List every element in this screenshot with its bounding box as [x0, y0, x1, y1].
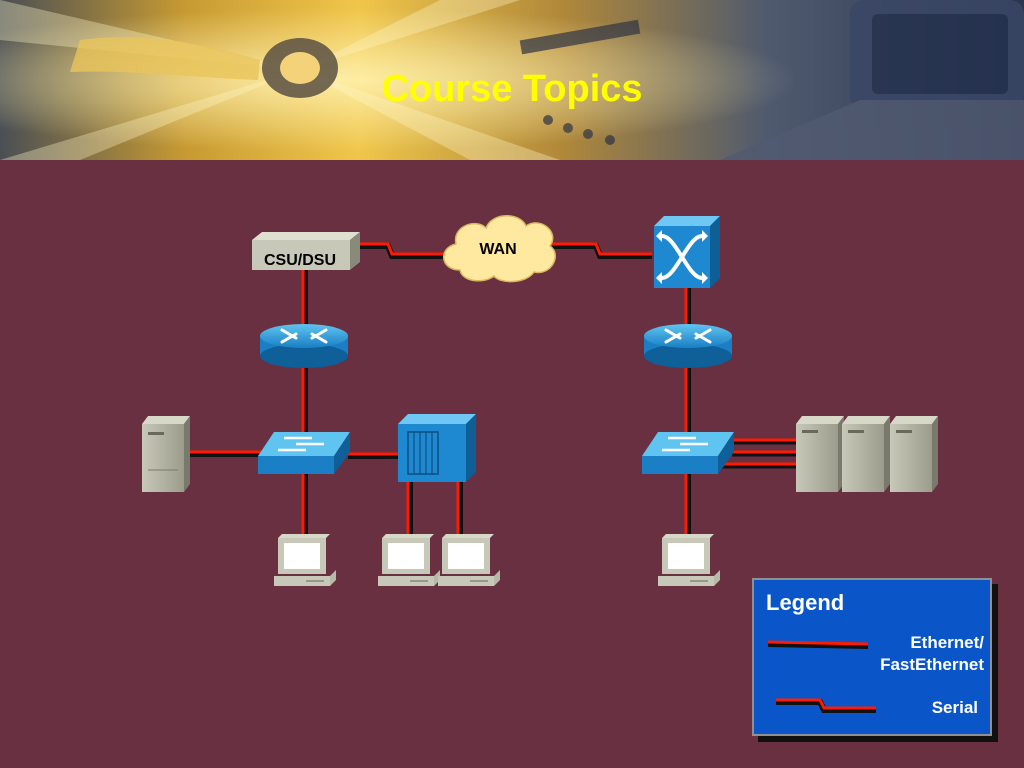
legend-ethernet-line1: Ethernet/: [910, 633, 984, 652]
link-hub-pc3: [456, 482, 463, 540]
router-right-icon: [644, 324, 732, 368]
header-banner: [0, 0, 1024, 160]
link-server-switch-left: [188, 450, 262, 457]
legend-ethernet-label: Ethernet/ FastEthernet: [880, 632, 984, 676]
workstation-right-icon: [658, 534, 720, 586]
csu-dsu-device-icon: [252, 232, 360, 270]
link-hub-pc2: [406, 482, 413, 540]
switch-left-icon: [258, 432, 350, 474]
switch-right-icon: [642, 432, 734, 474]
link-router-switch-right: [684, 366, 691, 438]
router-left-icon: [260, 324, 348, 368]
legend-title: Legend: [766, 590, 845, 615]
serial-link-wan-atm: [552, 242, 652, 259]
link-switch-pc1-left: [301, 474, 308, 540]
page-title: Course Topics: [381, 68, 643, 110]
hub-icon: [398, 414, 476, 482]
legend-serial-label: Serial: [931, 698, 978, 717]
legend: Legend Ethernet/ FastEthernet Serial: [752, 578, 992, 736]
csu-dsu-label: CSU/DSU: [264, 252, 336, 269]
link-switch-pc-right: [684, 474, 691, 540]
server-right-2-icon: [842, 416, 890, 492]
server-left-icon: [142, 416, 190, 492]
serial-link-csu-wan: [352, 242, 444, 259]
header-artwork: [0, 0, 1024, 160]
link-router-switch-left: [301, 366, 308, 438]
workstation-mid-1-icon: [378, 534, 440, 586]
legend-ethernet-line2: FastEthernet: [880, 655, 984, 674]
link-switch-hub-left: [348, 452, 400, 459]
atm-switch-icon: [654, 216, 720, 288]
legend-serial-swatch: [776, 698, 876, 713]
wan-cloud-icon: [443, 215, 556, 283]
network-diagram: WAN CSU/DSU: [0, 160, 1024, 768]
link-csu-router-left: [301, 270, 308, 326]
workstation-left-icon: [274, 534, 336, 586]
link-switch-servers-right: [722, 438, 798, 469]
server-right-1-icon: [796, 416, 844, 492]
legend-ethernet-swatch: [767, 640, 869, 649]
server-right-3-icon: [890, 416, 938, 492]
link-atm-router-right: [684, 288, 691, 326]
legend-swatches: [767, 640, 876, 713]
wan-label: WAN: [479, 241, 516, 258]
workstation-mid-2-icon: [438, 534, 500, 586]
